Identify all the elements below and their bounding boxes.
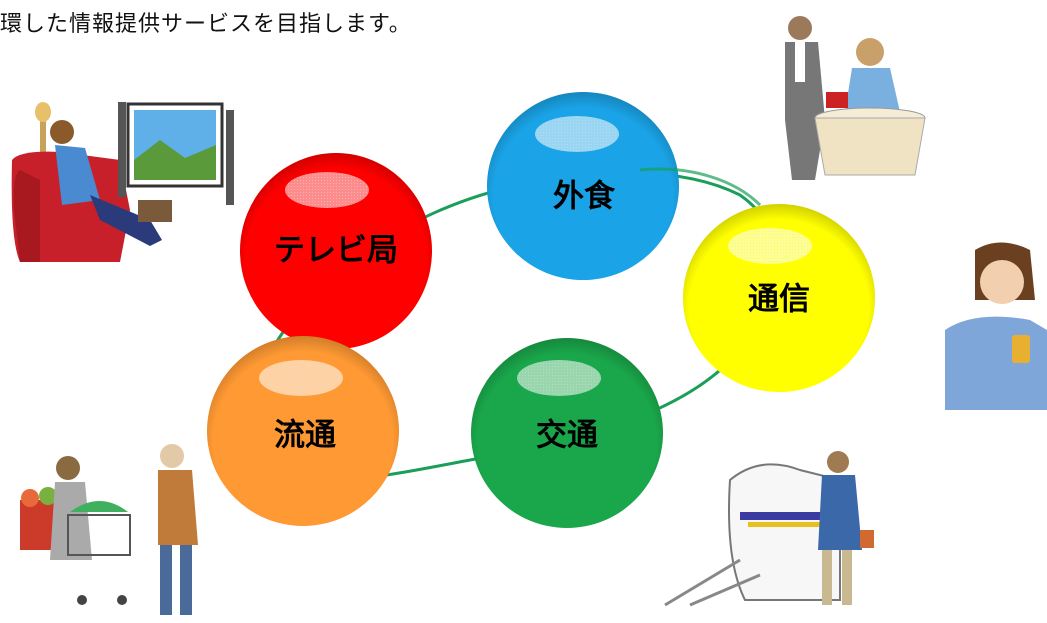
- node-label-distribution: 流通: [274, 418, 336, 454]
- node-label-dining: 外食: [553, 179, 616, 215]
- page-heading: 環した情報提供サービスを目指します。: [0, 12, 412, 37]
- node-tv-station: テレビ局: [240, 153, 432, 349]
- woman-with-mobile-phone-icon: [945, 242, 1047, 410]
- node-label-telecom: 通信: [748, 282, 810, 318]
- traveler-with-train-icon: [664, 451, 874, 607]
- shoppers-with-cart-icon: [20, 444, 198, 615]
- node-label-transport: 交通: [536, 418, 598, 454]
- cycle-ring-overlay: [639, 167, 762, 207]
- node-dining: 外食: [487, 92, 679, 280]
- node-label-tv-station: テレビ局: [274, 233, 398, 269]
- person-watching-tv-icon: [11, 102, 234, 262]
- waiter-and-diner-icon: [785, 16, 926, 180]
- node-telecom: 通信: [683, 204, 875, 392]
- node-distribution: 流通: [207, 336, 399, 526]
- node-transport: 交通: [471, 338, 663, 528]
